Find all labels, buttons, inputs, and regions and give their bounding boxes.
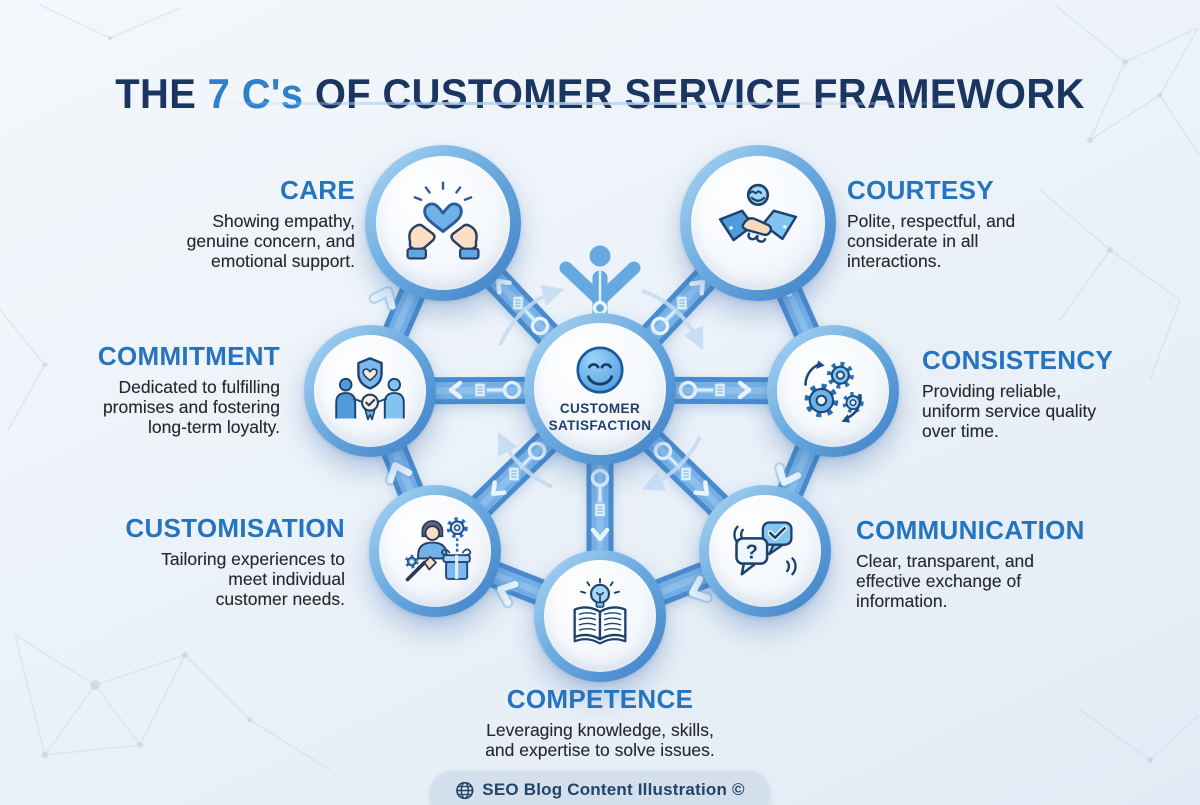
customisation-title: CUSTOMISATION [125, 513, 345, 543]
courtesy-label: COURTESY Polite, respectful, and conside… [847, 175, 1092, 271]
customisation-node [369, 485, 501, 617]
care-node [365, 145, 521, 301]
book-lightbulb-icon [573, 578, 627, 645]
competence-title: COMPETENCE [506, 684, 694, 714]
courtesy-title: COURTESY [847, 175, 994, 205]
competence-node [534, 550, 666, 682]
handshake-icon [718, 183, 798, 243]
document-icon [713, 382, 727, 398]
care-description: Showing empathy, genuine concern, and em… [186, 211, 355, 271]
person-gift-tools-icon [404, 517, 472, 582]
courtesy-description: Polite, respectful, and considerate in a… [847, 211, 1016, 271]
team-shield-medal-icon [335, 357, 405, 421]
title-highlight: 7 C's [207, 70, 304, 118]
care-title: CARE [280, 175, 355, 205]
consistency-description: Providing reliable, uniform service qual… [922, 381, 1097, 441]
consistency-label: CONSISTENCY Providing reliable, uniform … [922, 345, 1142, 441]
document-icon [507, 466, 521, 482]
commitment-label: COMMITMENT Dedicated to fulfilling promi… [48, 341, 280, 437]
hands-holding-heart-icon [406, 181, 480, 260]
title-underline [205, 102, 995, 105]
document-icon [675, 295, 689, 311]
circuit-details [448, 278, 752, 542]
commitment-title: COMMITMENT [97, 341, 280, 371]
competence-description: Leveraging knowledge, skills, and expert… [485, 720, 715, 760]
care-label: CARE Showing empathy, genuine concern, a… [120, 175, 355, 271]
title-prefix: THE [115, 70, 208, 118]
competence-label: COMPETENCE Leveraging knowledge, skills,… [400, 684, 800, 760]
communication-label: COMMUNICATION Clear, transparent, and ef… [856, 515, 1101, 611]
consistency-node [767, 325, 899, 457]
page-title: THE 7 C's OF CUSTOMER SERVICE FRAMEWORK [30, 70, 1170, 118]
document-icon [679, 466, 693, 482]
commitment-node [304, 325, 436, 457]
customisation-label: CUSTOMISATION Tailoring experiences to m… [100, 513, 345, 609]
communication-node: ? [699, 485, 831, 617]
document-icon [511, 295, 525, 311]
document-icon [473, 382, 487, 398]
chat-bubbles-icon: ? [733, 521, 797, 576]
person-figure-icon [559, 245, 641, 330]
title-suffix: OF CUSTOMER SERVICE FRAMEWORK [303, 70, 1085, 118]
consistency-title: CONSISTENCY [922, 345, 1114, 375]
globe-icon [456, 781, 474, 799]
communication-title: COMMUNICATION [856, 515, 1085, 545]
customer-satisfaction-label: CUSTOMER SATISFACTION [548, 401, 652, 433]
svg-text:?: ? [746, 541, 758, 563]
gears-cycle-icon [804, 360, 864, 423]
attribution-text: SEO Blog Content Illustration © [482, 780, 745, 799]
customisation-description: Tailoring experiences to meet individual… [161, 549, 345, 609]
courtesy-node [680, 145, 836, 301]
communication-description: Clear, transparent, and effective exchan… [856, 551, 1035, 611]
document-icon [593, 502, 607, 518]
attribution-badge: SEO Blog Content Illustration © [429, 771, 771, 805]
smiley-face-icon [576, 346, 624, 394]
customer-satisfaction-node: CUSTOMER SATISFACTION [524, 313, 676, 465]
commitment-description: Dedicated to fulfilling promises and fos… [102, 377, 280, 437]
circulation-arrows [497, 284, 704, 491]
